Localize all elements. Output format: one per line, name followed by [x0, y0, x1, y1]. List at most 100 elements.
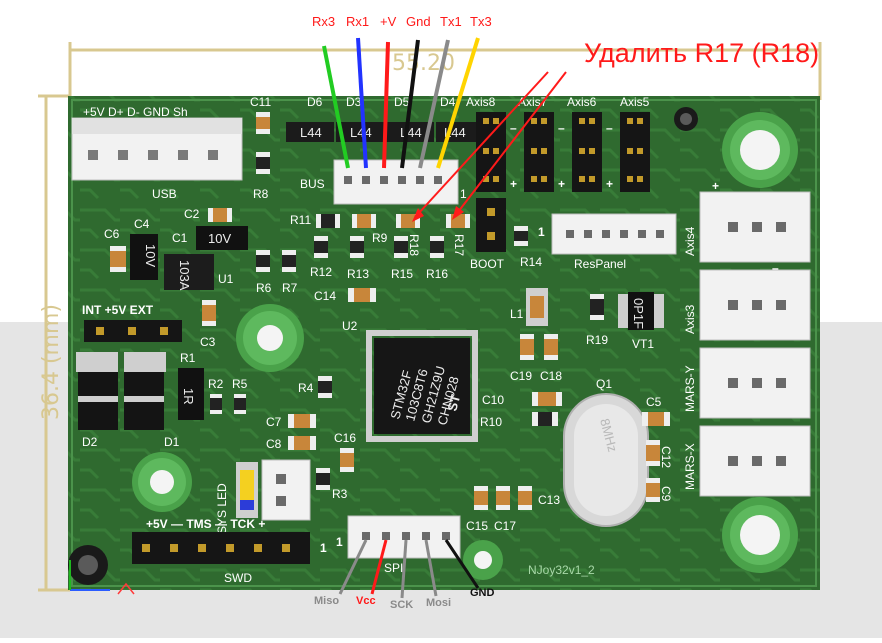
svg-text:R10: R10	[480, 415, 502, 429]
svg-text:–: –	[606, 121, 613, 135]
svg-text:C12: C12	[659, 446, 673, 468]
svg-text:C8: C8	[266, 437, 282, 451]
spi-label-gnd: GND	[470, 587, 495, 599]
svg-text:R9: R9	[372, 231, 388, 245]
svg-text:SWD: SWD	[224, 571, 252, 585]
annotation-note: Удалить R17 (R18)	[584, 38, 819, 68]
svg-text:1R: 1R	[181, 388, 196, 405]
diode-row: D6 D3 D5 D4 L44 L44 L44 L44	[286, 95, 476, 142]
svg-text:SPI: SPI	[384, 561, 403, 575]
svg-text:D5: D5	[394, 95, 410, 109]
svg-text:R5: R5	[232, 377, 248, 391]
annotation-arrows	[412, 71, 567, 222]
svg-text:103A: 103A	[177, 260, 192, 291]
svg-text:USB: USB	[152, 187, 177, 201]
svg-text:+: +	[510, 177, 517, 191]
spi-connector: 1 SPI	[336, 515, 461, 575]
svg-text:1: 1	[538, 225, 545, 239]
svg-text:L44: L44	[350, 125, 372, 140]
svg-text:ST: ST	[444, 393, 463, 413]
svg-text:L44: L44	[300, 125, 322, 140]
crystal: Q1 8MHz	[563, 377, 649, 527]
mcu-chip: STM32F 103C8T6 GH21Z9U CHN028 ST	[366, 330, 478, 442]
svg-text:+5V — TMS — TCK +: +5V — TMS — TCK +	[146, 517, 265, 531]
svg-text:R15: R15	[391, 267, 413, 281]
svg-text:R2: R2	[208, 377, 224, 391]
svg-text:C1: C1	[172, 231, 188, 245]
mid-left-parts: R6 R7 C14 U2	[256, 250, 376, 333]
bottom-caps: C13 C15 C17	[466, 486, 560, 533]
svg-text:C10: C10	[482, 393, 504, 407]
svg-text:+: +	[712, 179, 719, 193]
bus-wire-labels: Rx3 Rx1 +V Gnd Tx1 Tx3	[312, 14, 492, 29]
svg-text:C14: C14	[314, 289, 336, 303]
svg-text:10V: 10V	[143, 244, 158, 267]
svg-text:R6: R6	[256, 281, 272, 295]
axis-connectors-right: + – Axis4 Axis3 MARS-Y MARS-X	[683, 179, 811, 497]
svg-text:D1: D1	[164, 435, 180, 449]
svg-text:Axis8: Axis8	[466, 95, 496, 109]
svg-text:0P1F: 0P1F	[631, 298, 646, 329]
svg-text:BOOT: BOOT	[470, 257, 505, 271]
svg-text:R13: R13	[347, 267, 369, 281]
svg-text:D4: D4	[440, 95, 456, 109]
svg-text:R1: R1	[180, 351, 196, 365]
spi-wires	[338, 539, 480, 599]
svg-text:MARS-Y: MARS-Y	[683, 365, 697, 412]
svg-text:1: 1	[320, 541, 327, 555]
spi-label-miso: Miso	[314, 595, 339, 607]
svg-text:+5V D+ D- GND Sh: +5V D+ D- GND Sh	[83, 105, 188, 119]
svg-text:R18: R18	[407, 234, 421, 256]
svg-text:D2: D2	[82, 435, 98, 449]
svg-text:U2: U2	[342, 319, 358, 333]
axis-headers-top: Axis8 Axis7 Axis6 Axis5 + + + – – –	[466, 95, 650, 192]
right-middle-parts: L1 R19 0P1F VT1 C19 C18 C10 R10	[480, 288, 664, 429]
svg-text:C5: C5	[646, 395, 662, 409]
wire-label-tx3: Tx3	[470, 14, 492, 29]
svg-text:R19: R19	[586, 333, 608, 347]
svg-text:INT +5V EXT: INT +5V EXT	[82, 303, 154, 317]
mcu-left-parts: R4 C7 C8 C16 R3	[266, 376, 356, 501]
svg-text:MARS-X: MARS-X	[683, 443, 697, 490]
svg-text:R4: R4	[298, 381, 314, 395]
svg-text:C7: C7	[266, 415, 282, 429]
wire-label-rx1: Rx1	[346, 14, 369, 29]
svg-text:–: –	[772, 261, 779, 275]
resistor-row: R11 R9 R18 R17 R12 R13 R15 R16	[290, 213, 470, 281]
swd-connector: +5V — TMS — TCK + 1 SWD	[132, 517, 327, 585]
svg-text:VT1: VT1	[632, 337, 654, 351]
svg-text:+: +	[558, 177, 565, 191]
svg-text:R7: R7	[282, 281, 298, 295]
svg-text:C3: C3	[200, 335, 216, 349]
svg-text:R16: R16	[426, 267, 448, 281]
svg-text:Q1: Q1	[596, 377, 612, 391]
svg-text:L1: L1	[510, 307, 524, 321]
svg-text:1: 1	[460, 187, 467, 201]
svg-text:Axis5: Axis5	[620, 95, 650, 109]
wire-label-tx1: Tx1	[440, 14, 462, 29]
spi-label-mosi: Mosi	[426, 597, 451, 609]
top-left-parts: C11 R8	[250, 95, 271, 201]
svg-text:U1: U1	[218, 272, 234, 286]
svg-text:D6: D6	[307, 95, 323, 109]
svg-text:C13: C13	[538, 493, 560, 507]
crystal-caps: C5 C12 C9	[642, 395, 673, 502]
svg-text:R8: R8	[253, 187, 269, 201]
wire-label-v: +V	[380, 14, 397, 29]
svg-text:C9: C9	[659, 486, 673, 502]
svg-text:+: +	[606, 177, 613, 191]
svg-text:SYS LED: SYS LED	[215, 483, 229, 534]
wire-label-rx3: Rx3	[312, 14, 335, 29]
svg-text:R12: R12	[310, 265, 332, 279]
bus-wires	[322, 37, 480, 169]
svg-text:R17: R17	[452, 234, 466, 256]
svg-text:C15: C15	[466, 519, 488, 533]
svg-text:R14: R14	[520, 255, 542, 269]
svg-text:10V: 10V	[208, 231, 231, 246]
svg-text:Axis3: Axis3	[683, 304, 697, 334]
svg-text:1: 1	[336, 535, 343, 549]
svg-text:D3: D3	[346, 95, 362, 109]
svg-text:BUS: BUS	[300, 177, 325, 191]
power-section: C6 C4 10V C2 C1 10V 103A U1 C3	[104, 207, 248, 349]
